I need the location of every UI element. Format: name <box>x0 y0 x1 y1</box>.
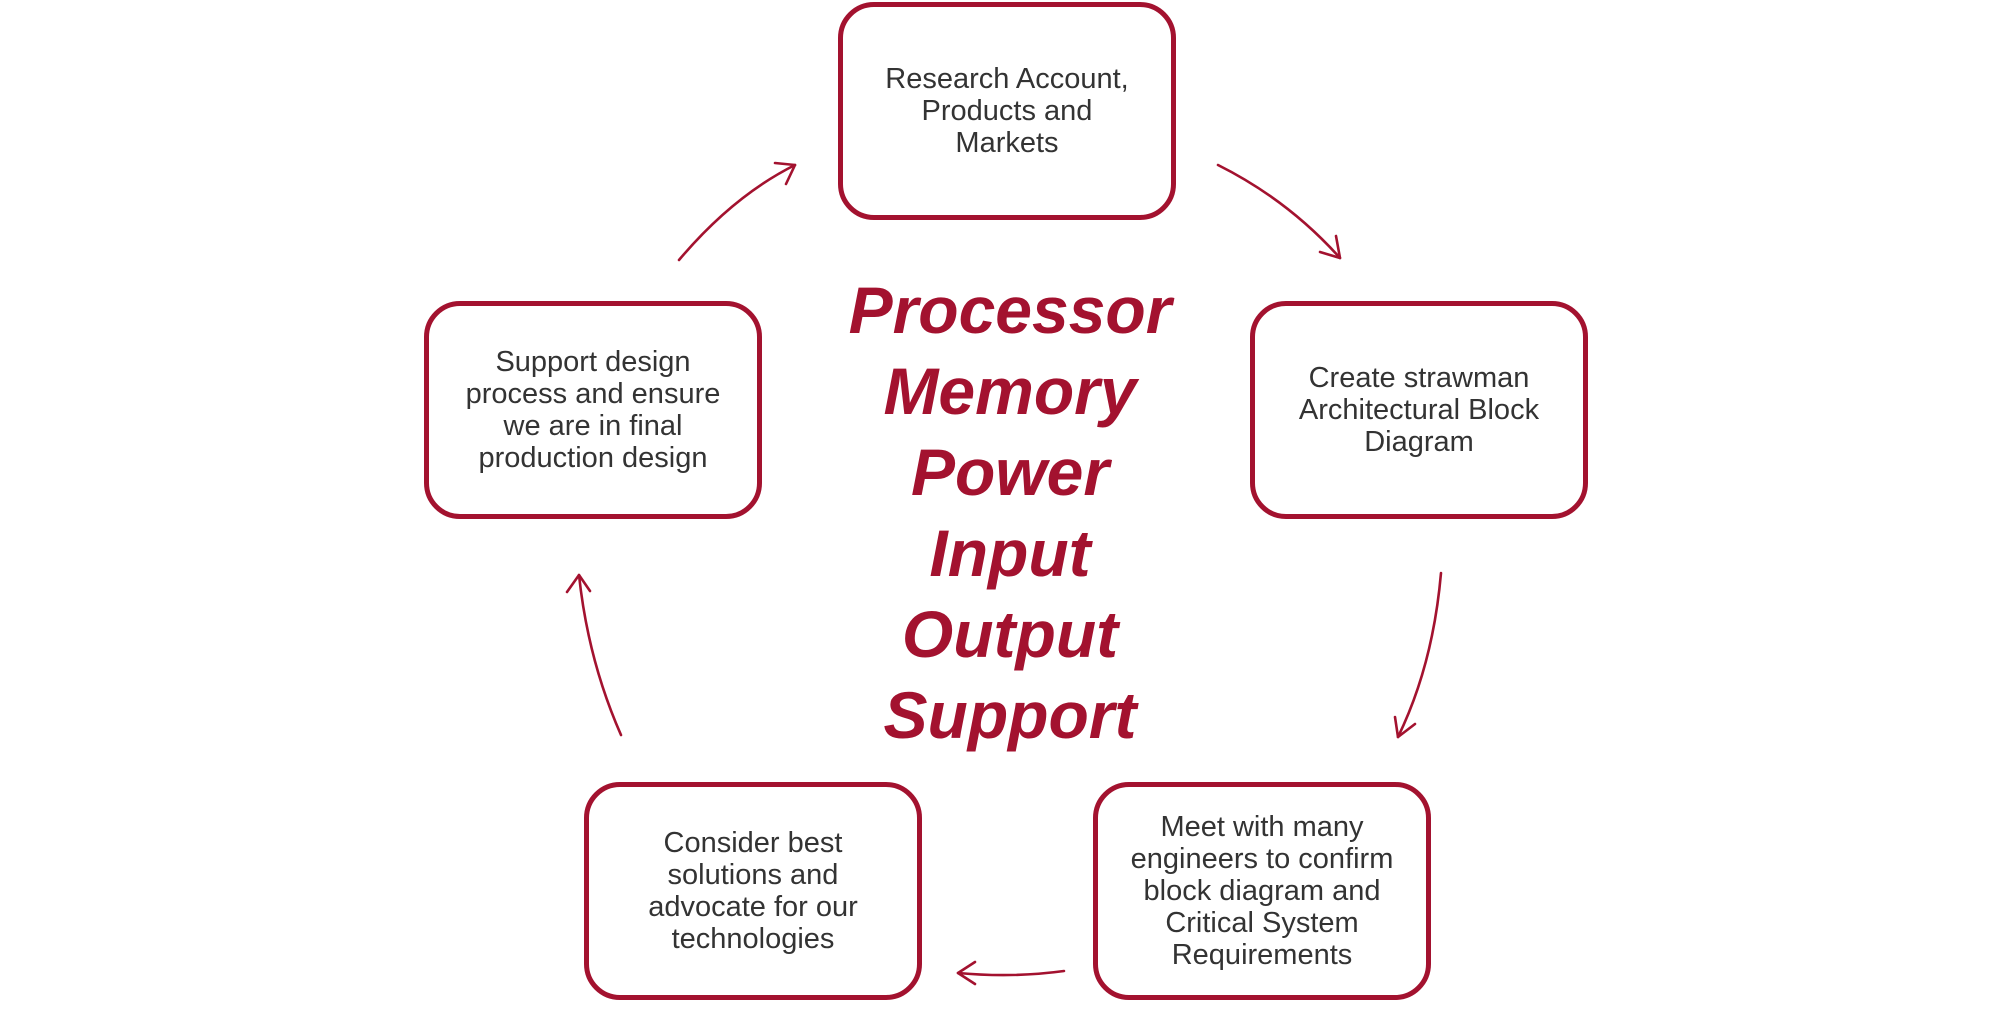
curved-arrow-icon <box>956 969 1066 977</box>
center-topic-processor: Processor <box>848 273 1172 347</box>
center-topic-input: Input <box>929 516 1091 590</box>
arrowhead-icon <box>565 573 592 594</box>
curved-arrow-icon <box>1216 163 1342 260</box>
center-topic-support: Support <box>883 678 1137 752</box>
arrow-strawman-to-meet <box>1393 571 1443 739</box>
center-topic-memory: Memory <box>883 354 1137 428</box>
curved-arrow-icon <box>577 573 623 737</box>
center-topics-list: Processor Memory Power Input Output Supp… <box>780 270 1240 756</box>
center-topic-output: Output <box>901 597 1119 671</box>
center-topic-power: Power <box>910 435 1110 509</box>
arrowhead-icon <box>1318 234 1342 260</box>
arrow-support-to-research <box>677 161 797 262</box>
arrowhead-icon <box>773 161 797 186</box>
curved-arrow-icon <box>1396 571 1443 739</box>
curved-arrow-icon <box>677 163 797 262</box>
arrow-meet-to-consider <box>956 960 1066 986</box>
arrowhead-icon <box>956 960 977 986</box>
arrowhead-icon <box>1393 715 1417 739</box>
arrow-research-to-strawman <box>1216 163 1342 260</box>
arrow-consider-to-support <box>565 573 623 737</box>
